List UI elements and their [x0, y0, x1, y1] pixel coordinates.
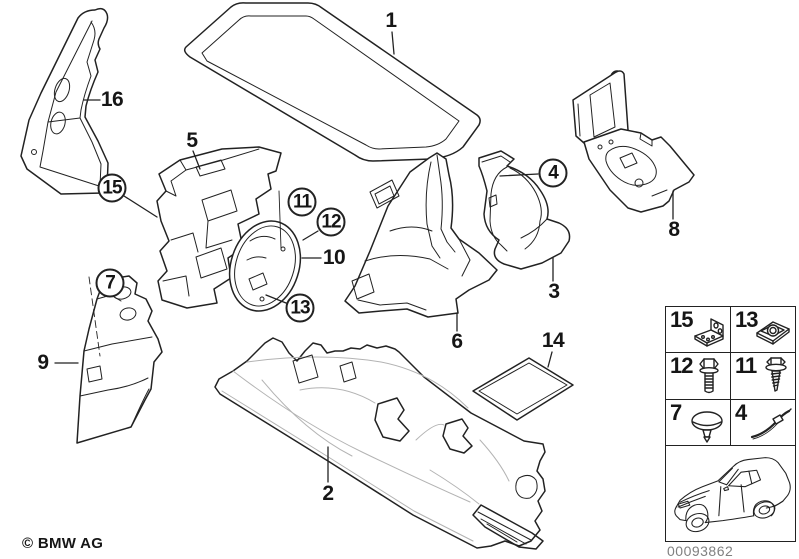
cable-strap-icon [750, 408, 792, 440]
callout-circle-7: 7 [95, 268, 125, 298]
bracket-icon [694, 318, 724, 347]
part-5-drawing [156, 146, 282, 309]
part-8-drawing [572, 70, 695, 213]
car-silhouette-icon [674, 457, 791, 533]
part-14-drawing [472, 357, 574, 421]
callout-part-9: 9 [37, 351, 49, 374]
part-1-drawing [183, 2, 481, 162]
part-3-drawing [478, 150, 571, 270]
legend-cell-4: 4 [731, 400, 795, 446]
expanding-rivet-icon [691, 411, 723, 443]
legend-label-13: 13 [735, 307, 759, 332]
legend-label-4: 4 [735, 400, 747, 425]
callout-circle-11: 11 [287, 187, 317, 217]
part-6-drawing [344, 152, 498, 318]
leader-lines [54, 31, 674, 483]
legend-cell-15: 15 [666, 307, 731, 353]
vehicle-cell [666, 446, 794, 540]
legend-label-11: 11 [735, 353, 757, 378]
legend-cell-13: 13 [731, 307, 795, 353]
copyright-text: © BMW AG [22, 535, 104, 552]
self-tapping-screw-icon [765, 357, 787, 392]
callout-part-16: 16 [100, 88, 124, 111]
callout-part-1: 1 [385, 9, 397, 32]
legend-cell-12: 12 [666, 353, 731, 400]
fasteners-legend: 15 13 [665, 306, 796, 542]
hex-bolt-icon [699, 358, 719, 394]
callout-circle-15: 15 [97, 173, 127, 203]
part-10-drawing [228, 220, 302, 312]
legend-cell-11: 11 [731, 353, 795, 400]
part-16-drawing [20, 7, 109, 195]
callout-part-5: 5 [186, 129, 198, 152]
callout-circle-4: 4 [538, 158, 568, 188]
callout-part-6: 6 [451, 330, 463, 353]
cage-nut-icon [756, 321, 790, 345]
callout-circle-12: 12 [316, 207, 346, 237]
callout-part-2: 2 [322, 482, 334, 505]
legend-label-15: 15 [670, 307, 694, 332]
legend-label-7: 7 [670, 400, 682, 425]
drawing-number: 00093862 [667, 543, 734, 559]
callout-part-3: 3 [548, 280, 560, 303]
legend-label-12: 12 [670, 353, 694, 378]
callout-part-8: 8 [668, 218, 680, 241]
part-9-drawing [76, 275, 163, 444]
callout-part-10: 10 [322, 246, 346, 269]
part-2-drawing [214, 337, 546, 550]
legend-cell-7: 7 [666, 400, 731, 446]
callout-part-14: 14 [541, 329, 565, 352]
callout-circle-13: 13 [285, 293, 315, 323]
